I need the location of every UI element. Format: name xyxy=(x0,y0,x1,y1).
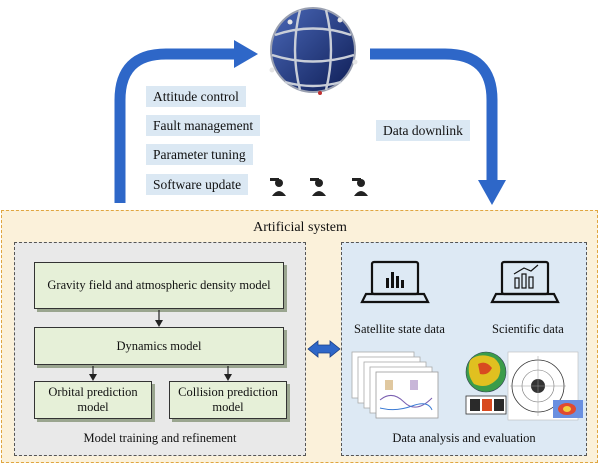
heatmap-thumbnail xyxy=(553,400,583,418)
gravity-atmosphere-model-box: Gravity field and atmospheric density mo… xyxy=(34,262,284,309)
satellite-icon xyxy=(269,7,358,95)
model-training-caption: Model training and refinement xyxy=(83,431,237,445)
satellite-state-label: Satellite state data xyxy=(354,322,445,336)
map-tiles-thumbnail xyxy=(465,395,507,415)
orbital-prediction-box: Orbital prediction model xyxy=(34,381,152,419)
command-parameter-tuning: Parameter tuning xyxy=(146,144,253,165)
command-attitude-control: Attitude control xyxy=(146,86,246,107)
operator-icon xyxy=(270,178,286,196)
operator-icon xyxy=(352,178,368,196)
command-fault-management: Fault management xyxy=(146,115,261,136)
dynamics-model-box: Dynamics model xyxy=(34,327,284,365)
globe-map-thumbnail xyxy=(465,351,507,393)
bidirectional-arrow xyxy=(307,340,341,358)
collision-prediction-box: Collision prediction model xyxy=(169,381,287,419)
laptop-icon xyxy=(360,260,430,304)
artificial-system-title: Artificial system xyxy=(253,220,347,235)
operator-icon xyxy=(310,178,326,196)
stacked-plots-thumbnail xyxy=(351,351,439,419)
data-analysis-panel xyxy=(341,242,587,456)
scientific-data-label: Scientific data xyxy=(492,322,564,336)
data-downlink-label: Data downlink xyxy=(376,120,470,141)
command-software-update: Software update xyxy=(146,174,249,195)
uplink-arrow xyxy=(114,40,258,203)
laptop-icon xyxy=(490,260,560,304)
downlink-arrow xyxy=(370,48,506,205)
data-analysis-caption: Data analysis and evaluation xyxy=(392,431,536,445)
